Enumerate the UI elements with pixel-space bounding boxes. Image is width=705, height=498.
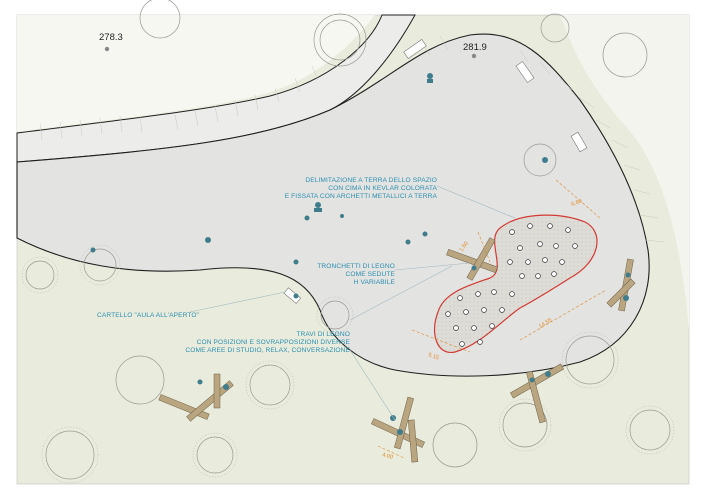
dimension-label-4: 5.15 (427, 352, 439, 361)
tree-canopies (21, 244, 675, 484)
slope-hatching (39, 35, 665, 243)
stumps (445, 223, 578, 347)
elevation-label-2: 281.9 (463, 42, 487, 53)
annotation-beams-line-2: CON POSIZIONI E SOVRAPPOSIZIONI DIVERSE (197, 339, 351, 346)
upper-lawn (17, 15, 375, 132)
annotation-boundary-line-3: E FISSATA CON ARCHETTI METALLICI A TERRA (285, 193, 438, 200)
annotation-stumps-line-2: COME SEDUTE (346, 271, 396, 278)
dimension-label-5: 4.00 (381, 452, 393, 461)
dimension-label-2: 1.50 (459, 241, 470, 253)
annotation-beams: TRAVI DI LEGNO CON POSIZIONI E SOVRAPPOS… (185, 331, 350, 354)
right-slope (560, 15, 689, 330)
people-figures (90, 73, 631, 435)
dimension-lines (377, 179, 607, 459)
trees (25, 0, 671, 480)
dimension-label-1: 6.60 (571, 199, 583, 208)
elevation-label-1: 278.3 (99, 32, 123, 43)
elevation-markers: 278.3 281.9 (99, 32, 487, 59)
annotation-beams-line-3: COME AREE DI STUDIO, RELAX, CONVERSAZION… (185, 347, 350, 354)
annotation-sign: CARTELLO "AULA ALL'APERTO" (97, 312, 200, 319)
annotation-boundary: DELIMITAZIONE A TERRA DELLO SPAZIO CON C… (285, 177, 438, 200)
annotation-stumps-line-3: H VARIABILE (354, 279, 396, 286)
annotation-boundary-line-2: CON CIMA IN KEVLAR COLORATA (328, 185, 437, 192)
annotation-boundary-line-1: DELIMITAZIONE A TERRA DELLO SPAZIO (305, 177, 437, 184)
annotation-stumps-line-1: TRONCHETTI DI LEGNO (317, 263, 395, 270)
annotation-beams-line-1: TRAVI DI LEGNO (296, 331, 350, 338)
benches (283, 38, 588, 304)
annotation-sign-line-1: CARTELLO "AULA ALL'APERTO" (97, 312, 200, 319)
leader-lines (189, 185, 516, 421)
stump-area (434, 214, 598, 353)
annotation-stumps: TRONCHETTI DI LEGNO COME SEDUTE H VARIAB… (317, 263, 395, 286)
